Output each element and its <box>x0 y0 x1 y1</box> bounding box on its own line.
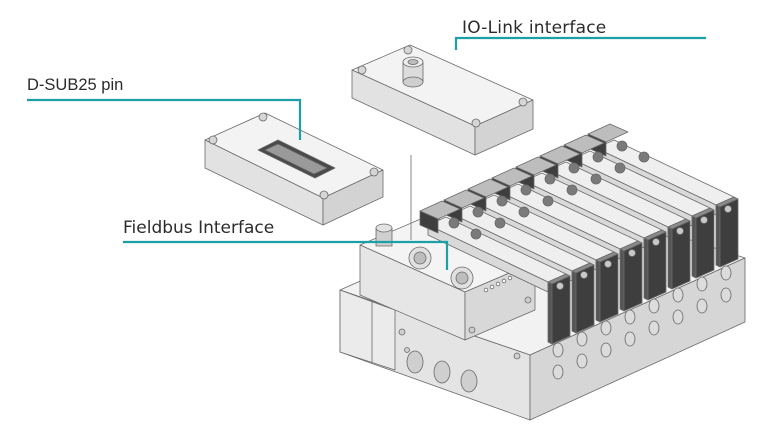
manifold-front-ports <box>398 328 521 393</box>
leader-line-iolink <box>454 36 706 50</box>
side-port <box>552 364 564 380</box>
side-port <box>576 353 588 369</box>
side-port <box>648 298 660 314</box>
side-port <box>720 265 732 281</box>
callout-label-iolink: IO-Link interface <box>462 18 607 38</box>
leader-line-fieldbus <box>123 240 449 270</box>
side-port <box>576 331 588 347</box>
valve-3 <box>467 178 619 323</box>
dsub-cover-module <box>204 112 384 226</box>
manifold-side-ports <box>552 265 732 380</box>
side-port <box>648 320 660 336</box>
iolink-cover-module <box>351 44 534 156</box>
side-port <box>600 320 612 336</box>
callout-label-dsub25: D-SUB25 pin <box>27 76 124 94</box>
side-port <box>720 287 732 303</box>
side-port <box>624 331 636 347</box>
side-port <box>672 287 684 303</box>
valve-1 <box>419 200 571 345</box>
side-port <box>600 342 612 358</box>
side-port <box>624 309 636 325</box>
leader-line-dsub <box>27 98 302 140</box>
side-port <box>552 342 564 358</box>
valve-stack <box>419 123 739 345</box>
side-port <box>696 276 708 292</box>
callout-label-fieldbus: Fieldbus Interface <box>123 218 275 238</box>
side-port <box>696 298 708 314</box>
side-port <box>672 309 684 325</box>
